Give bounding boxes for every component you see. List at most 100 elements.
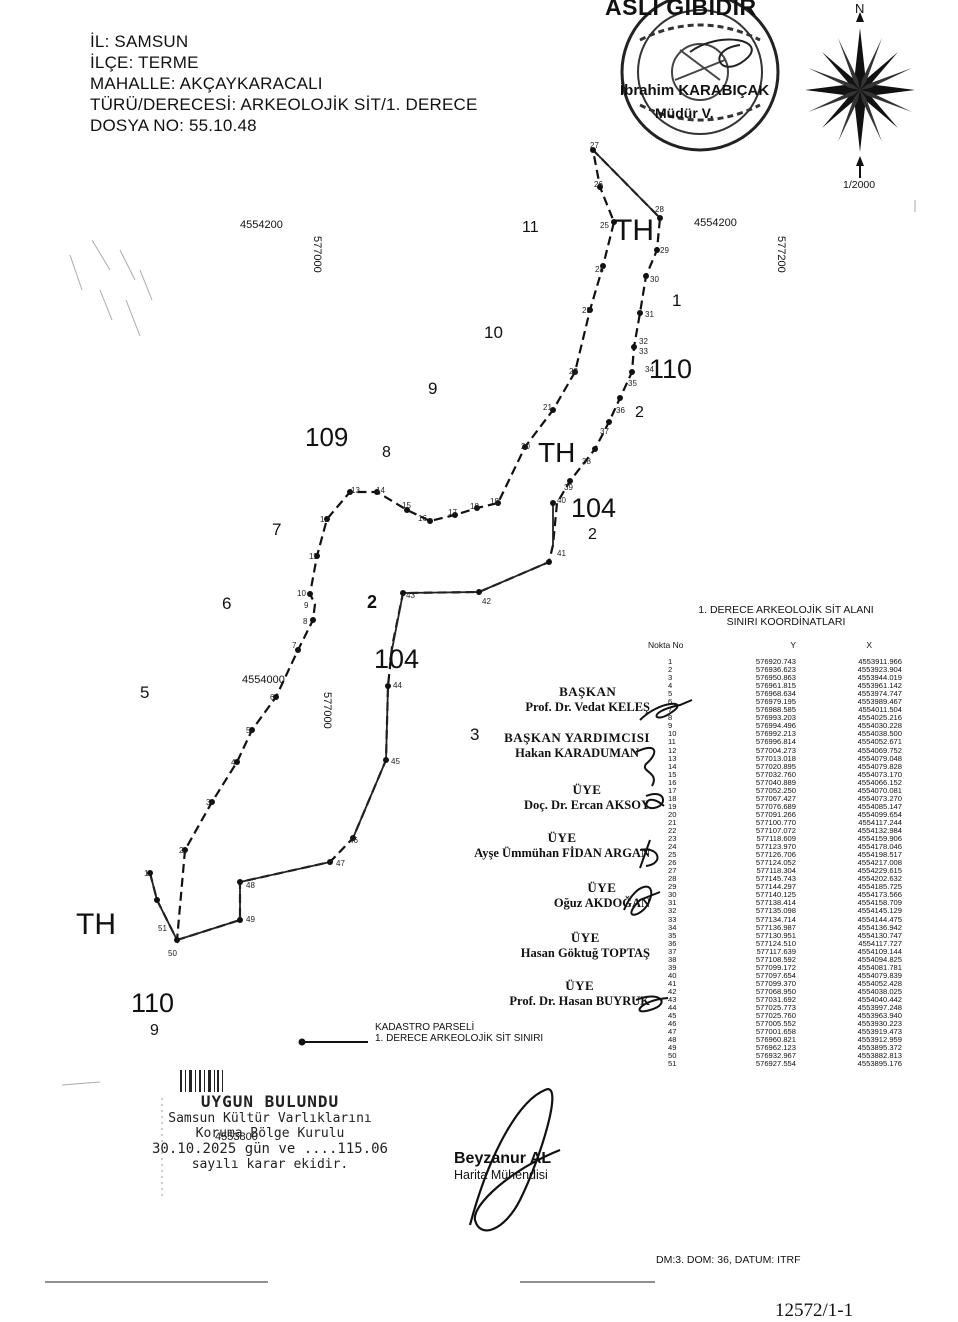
y-coordinate: 577031.692 — [755, 994, 796, 1004]
x-coordinate: 4554011.504 — [858, 705, 902, 715]
y-coordinate: 576962.123 — [755, 1043, 796, 1053]
legend-item-site-boundary: 1. DERECE ARKEOLOJİK SİT SINIRI — [375, 1033, 544, 1044]
svg-text:13: 13 — [351, 486, 360, 495]
y-coordinate: 577136.987 — [755, 922, 796, 932]
x-coordinate: 4554030.228 — [857, 721, 902, 731]
x-coordinate: 4554079.048 — [857, 753, 902, 763]
datum-label: DM:3. DOM: 36, DATUM: ITRF — [656, 1254, 801, 1266]
point-number: 2 — [668, 665, 673, 675]
svg-text:39: 39 — [564, 483, 573, 492]
x-coordinate: 4554158.709 — [857, 898, 902, 908]
point-number: 35 — [668, 930, 677, 940]
table-title-line: 1. DERECE ARKEOLOJİK SİT ALANI — [698, 604, 874, 616]
svg-text:16: 16 — [418, 514, 427, 523]
barcode-icon — [180, 1070, 223, 1092]
y-coordinate: 577025.773 — [755, 1003, 796, 1013]
board-member-name: Prof. Dr. Vedat KELEŞ — [525, 700, 650, 714]
x-coordinate: 4553923.904 — [857, 665, 902, 675]
approval-stamp-line: Samsun Kültür Varlıklarını — [168, 1111, 372, 1126]
y-coordinate: 577135.098 — [755, 906, 796, 916]
x-coordinate: 4554052.671 — [857, 737, 902, 747]
board-member-role: ÜYE — [547, 830, 577, 845]
y-coordinate: 577097.654 — [755, 970, 796, 980]
point-number: 36 — [668, 938, 677, 948]
point-number: 44 — [668, 1003, 677, 1013]
svg-text:30: 30 — [650, 275, 659, 284]
x-coordinate: 4554038.500 — [857, 729, 902, 739]
point-number: 49 — [668, 1043, 677, 1053]
certified-copy-stamp-title: ASLI GİBİDİR — [605, 0, 757, 20]
point-number: 48 — [668, 1035, 677, 1045]
map-legend: KADASTRO PARSELİ 1. DERECE ARKEOLOJİK Sİ… — [375, 1022, 543, 1044]
y-coordinate: 577013.018 — [755, 753, 796, 763]
y-coordinate: 577118.609 — [756, 834, 796, 844]
grid-label-north: 4553800 — [215, 1131, 258, 1143]
parcel-label: 2 — [367, 592, 377, 612]
point-number: 31 — [668, 898, 677, 908]
parcel-label: 9 — [150, 1022, 159, 1039]
board-member-role: ÜYE — [570, 930, 600, 945]
province-label: İL: SAMSUN — [90, 32, 189, 51]
seal-signer-name: İbrahim KARABIÇAK — [620, 82, 769, 99]
x-coordinate: 4554070.081 — [857, 785, 902, 795]
svg-text:42: 42 — [482, 597, 491, 606]
parcel-label: 6 — [222, 594, 231, 613]
x-coordinate: 4553930.223 — [857, 1019, 902, 1029]
approval-stamp-line: Koruma Bölge Kurulu — [195, 1126, 345, 1141]
district-label: İLÇE: TERME — [90, 53, 199, 72]
y-coordinate: 576979.195 — [755, 697, 796, 707]
x-coordinate: 4553944.019 — [857, 673, 902, 683]
y-coordinate: 577118.304 — [756, 866, 796, 876]
x-coordinate: 4554217.008 — [857, 858, 902, 868]
board-member-role: BAŞKAN YARDIMCISI — [504, 730, 650, 745]
x-coordinate: 4554159.906 — [857, 834, 902, 844]
svg-text:47: 47 — [336, 859, 345, 868]
grid-label-east: 577000 — [321, 692, 333, 729]
coordinate-row: 13 577013.018 4554079.048 — [648, 753, 924, 763]
point-number: 16 — [668, 777, 677, 787]
parcel-label: 109 — [305, 422, 348, 452]
svg-text:31: 31 — [645, 310, 654, 319]
svg-text:26: 26 — [594, 180, 603, 189]
point-number: 45 — [668, 1011, 677, 1021]
point-number: 9 — [668, 721, 673, 731]
x-coordinate: 4554025.216 — [857, 713, 902, 723]
svg-text:15: 15 — [402, 501, 411, 510]
x-coordinate: 4554145.129 — [857, 906, 902, 916]
svg-text:32: 32 — [639, 337, 648, 346]
y-coordinate: 577138.414 — [755, 898, 796, 908]
point-number: 17 — [668, 785, 677, 795]
legend-marker — [298, 1038, 368, 1046]
svg-text:19: 19 — [490, 497, 499, 506]
point-number: 23 — [668, 834, 677, 844]
table-title-line: SINIRI KOORDİNATLARI — [726, 616, 846, 628]
svg-text:23: 23 — [582, 306, 591, 315]
parcel-label: 110 — [131, 988, 174, 1018]
grid-label-north: 4554200 — [694, 217, 737, 229]
y-coordinate: 577100.770 — [755, 817, 796, 827]
grid-label-north: 4554200 — [240, 219, 283, 231]
coordinate-row: 32 577135.098 4554145.129 — [648, 907, 924, 915]
svg-text:37: 37 — [600, 427, 609, 436]
point-number: 28 — [668, 874, 677, 884]
x-coordinate: 4554130.747 — [857, 930, 902, 940]
map-header: İL: SAMSUN İLÇE: TERME MAHALLE: AKÇAYKAR… — [90, 31, 478, 136]
point-number: 24 — [668, 842, 677, 852]
y-coordinate: 577068.950 — [755, 986, 796, 996]
map-engineer: Beyzanur AL Harita Mühendisi — [454, 1150, 551, 1182]
y-coordinate: 577124.510 — [755, 938, 796, 948]
svg-text:27: 27 — [590, 141, 599, 150]
y-coordinate: 577107.072 — [755, 825, 796, 835]
svg-text:41: 41 — [557, 549, 566, 558]
x-coordinate: 4554038.025 — [857, 986, 902, 996]
point-number: 32 — [668, 906, 677, 916]
board-member-name: Prof. Dr. Hasan BUYRUK — [509, 994, 650, 1008]
point-number: 13 — [668, 753, 677, 763]
